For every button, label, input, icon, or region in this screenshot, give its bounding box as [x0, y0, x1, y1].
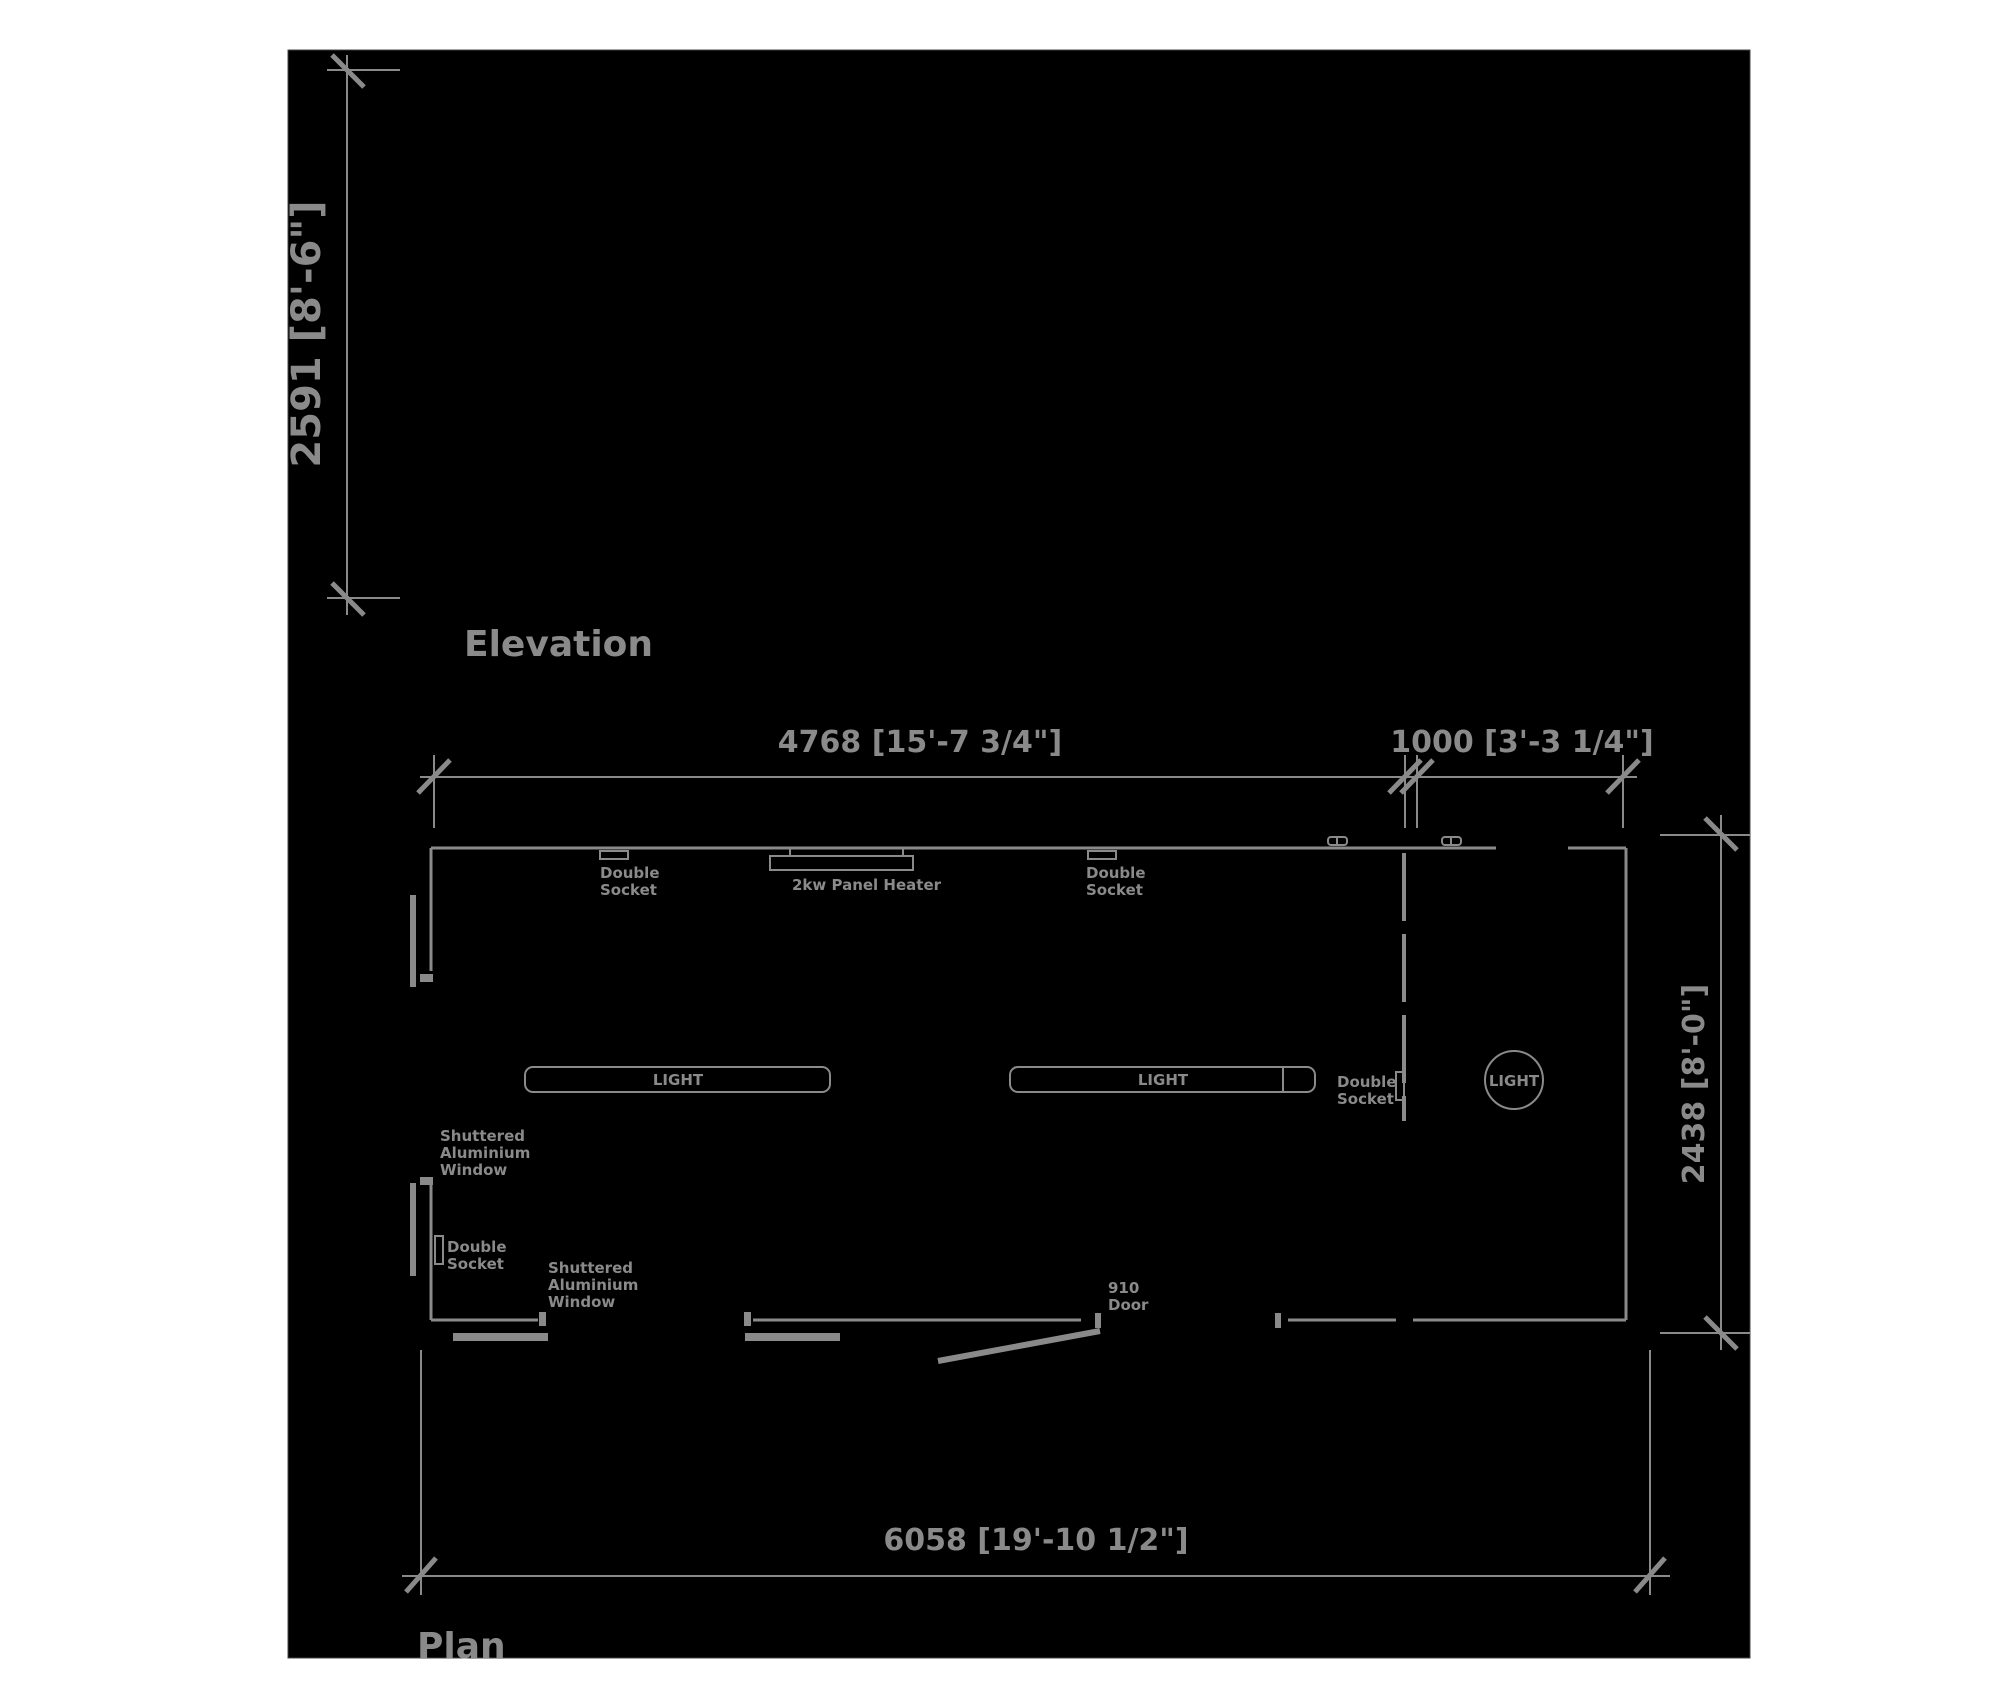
top-dimension-lines — [416, 755, 1641, 828]
double-socket-icon — [434, 1235, 444, 1265]
light-label: LIGHT — [1138, 1071, 1189, 1089]
drawing-background — [287, 49, 1751, 1659]
light-label: LIGHT — [653, 1071, 704, 1089]
strip-light-icon — [524, 1066, 831, 1093]
plan-walls — [410, 846, 1628, 1364]
partition-marks — [1327, 836, 1462, 846]
elevation-height-dimension — [327, 53, 400, 617]
round-light-icon — [1484, 1050, 1544, 1110]
socket-label: Double — [1086, 864, 1146, 882]
overall-width-label: 2438 [8'-0"] — [1677, 984, 1712, 1184]
window-label: Shuttered — [440, 1127, 525, 1145]
double-socket-icon — [1395, 1071, 1405, 1101]
double-socket-icon — [1087, 850, 1117, 860]
strip-light-icon — [1009, 1066, 1316, 1093]
bottom-dimension-lines — [402, 1350, 1670, 1595]
socket-label: Double — [1337, 1073, 1397, 1091]
elevation-height-label: 2591 [8'-6"] — [284, 200, 330, 467]
socket-label: Socket — [1086, 881, 1143, 899]
end-room-length-label: 1000 [3'-3 1/4"] — [1390, 725, 1654, 760]
window-label: Window — [440, 1161, 507, 1179]
socket-label: Socket — [447, 1255, 504, 1273]
elevation-title: Elevation — [464, 624, 653, 665]
socket-label: Double — [447, 1238, 507, 1256]
heater-label: 2kw Panel Heater — [792, 876, 942, 894]
window-label: Shuttered — [548, 1259, 633, 1277]
door-label: Door — [1108, 1296, 1149, 1314]
socket-label: Socket — [1337, 1090, 1394, 1108]
socket-label: Double — [600, 864, 660, 882]
double-socket-icon — [599, 850, 629, 860]
plan-title: Plan — [417, 1626, 506, 1667]
heater-icon — [769, 855, 914, 871]
socket-label: Socket — [600, 881, 657, 899]
window-label: Window — [548, 1293, 615, 1311]
main-room-length-label: 4768 [15'-7 3/4"] — [778, 725, 1062, 760]
right-dimension-lines — [1660, 815, 1750, 1351]
light-label: LIGHT — [1489, 1072, 1540, 1090]
door-label: 910 — [1108, 1279, 1139, 1297]
window-label: Aluminium — [548, 1276, 638, 1294]
overall-length-label: 6058 [19'-10 1/2"] — [883, 1523, 1188, 1558]
fixtures — [434, 849, 1544, 1265]
window-label: Aluminium — [440, 1144, 530, 1162]
